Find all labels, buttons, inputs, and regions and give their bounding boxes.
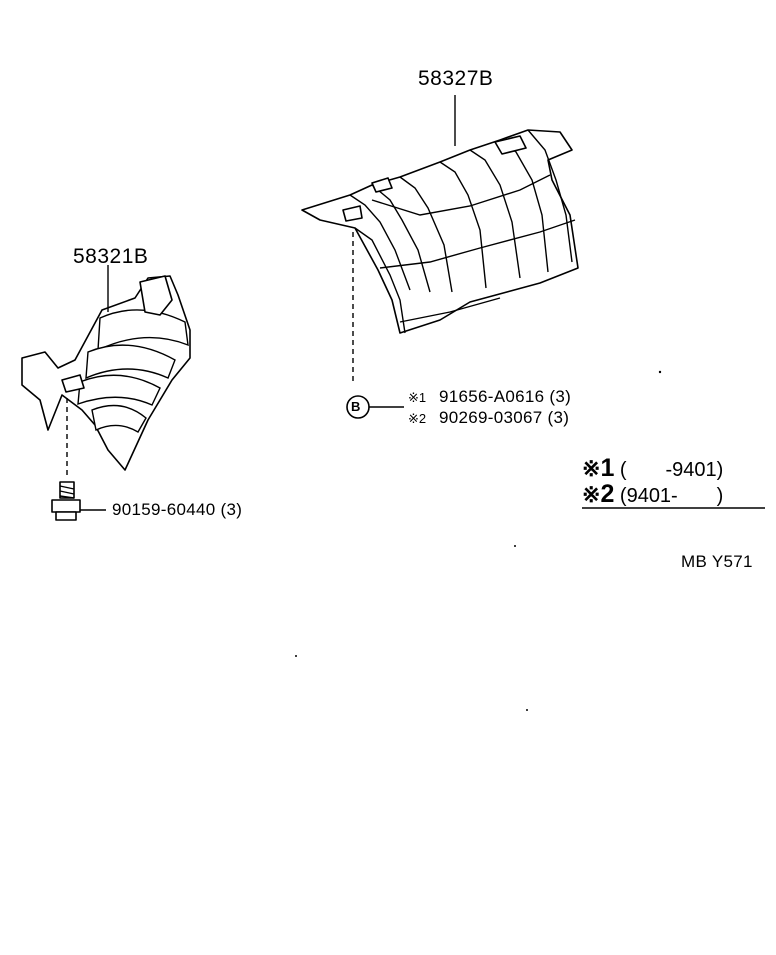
callout-58327b: 58327B — [418, 67, 494, 90]
legend-row-2: ※2 (9401- ) — [582, 482, 723, 507]
speck — [658, 370, 662, 374]
bolt-drawing — [51, 481, 106, 521]
legend-row1-num: 1 — [600, 454, 615, 482]
ref-b-symbol: B — [351, 399, 361, 414]
legend-row2-num: 2 — [600, 480, 615, 508]
legend-row2-range: (9401- ) — [619, 485, 724, 507]
ref-b-mark-2: ※2 — [408, 411, 427, 426]
legend-mark-symbol: ※ — [582, 456, 601, 481]
ref-b-part-2: 90269-03067 (3) — [439, 408, 570, 427]
legend-row-1: ※1 ( -9401) — [582, 456, 723, 481]
diagram-code: MB Y571 — [681, 552, 753, 571]
speck — [514, 545, 516, 547]
heat-insulator-rear-drawing — [301, 95, 579, 385]
callout-bolt-front: 90159-60440 (3) — [112, 500, 243, 519]
heat-insulator-front-drawing — [21, 265, 191, 478]
speck — [295, 655, 297, 657]
ref-b-mark-1: ※1 — [408, 390, 427, 405]
ref-b-leader — [346, 395, 404, 419]
legend-row1-range: ( -9401) — [619, 459, 724, 481]
legend-mark-symbol: ※ — [582, 482, 601, 507]
callout-58321b: 58321B — [73, 245, 149, 268]
speck — [526, 709, 528, 711]
ref-b-part-1: 91656-A0616 (3) — [439, 387, 572, 406]
